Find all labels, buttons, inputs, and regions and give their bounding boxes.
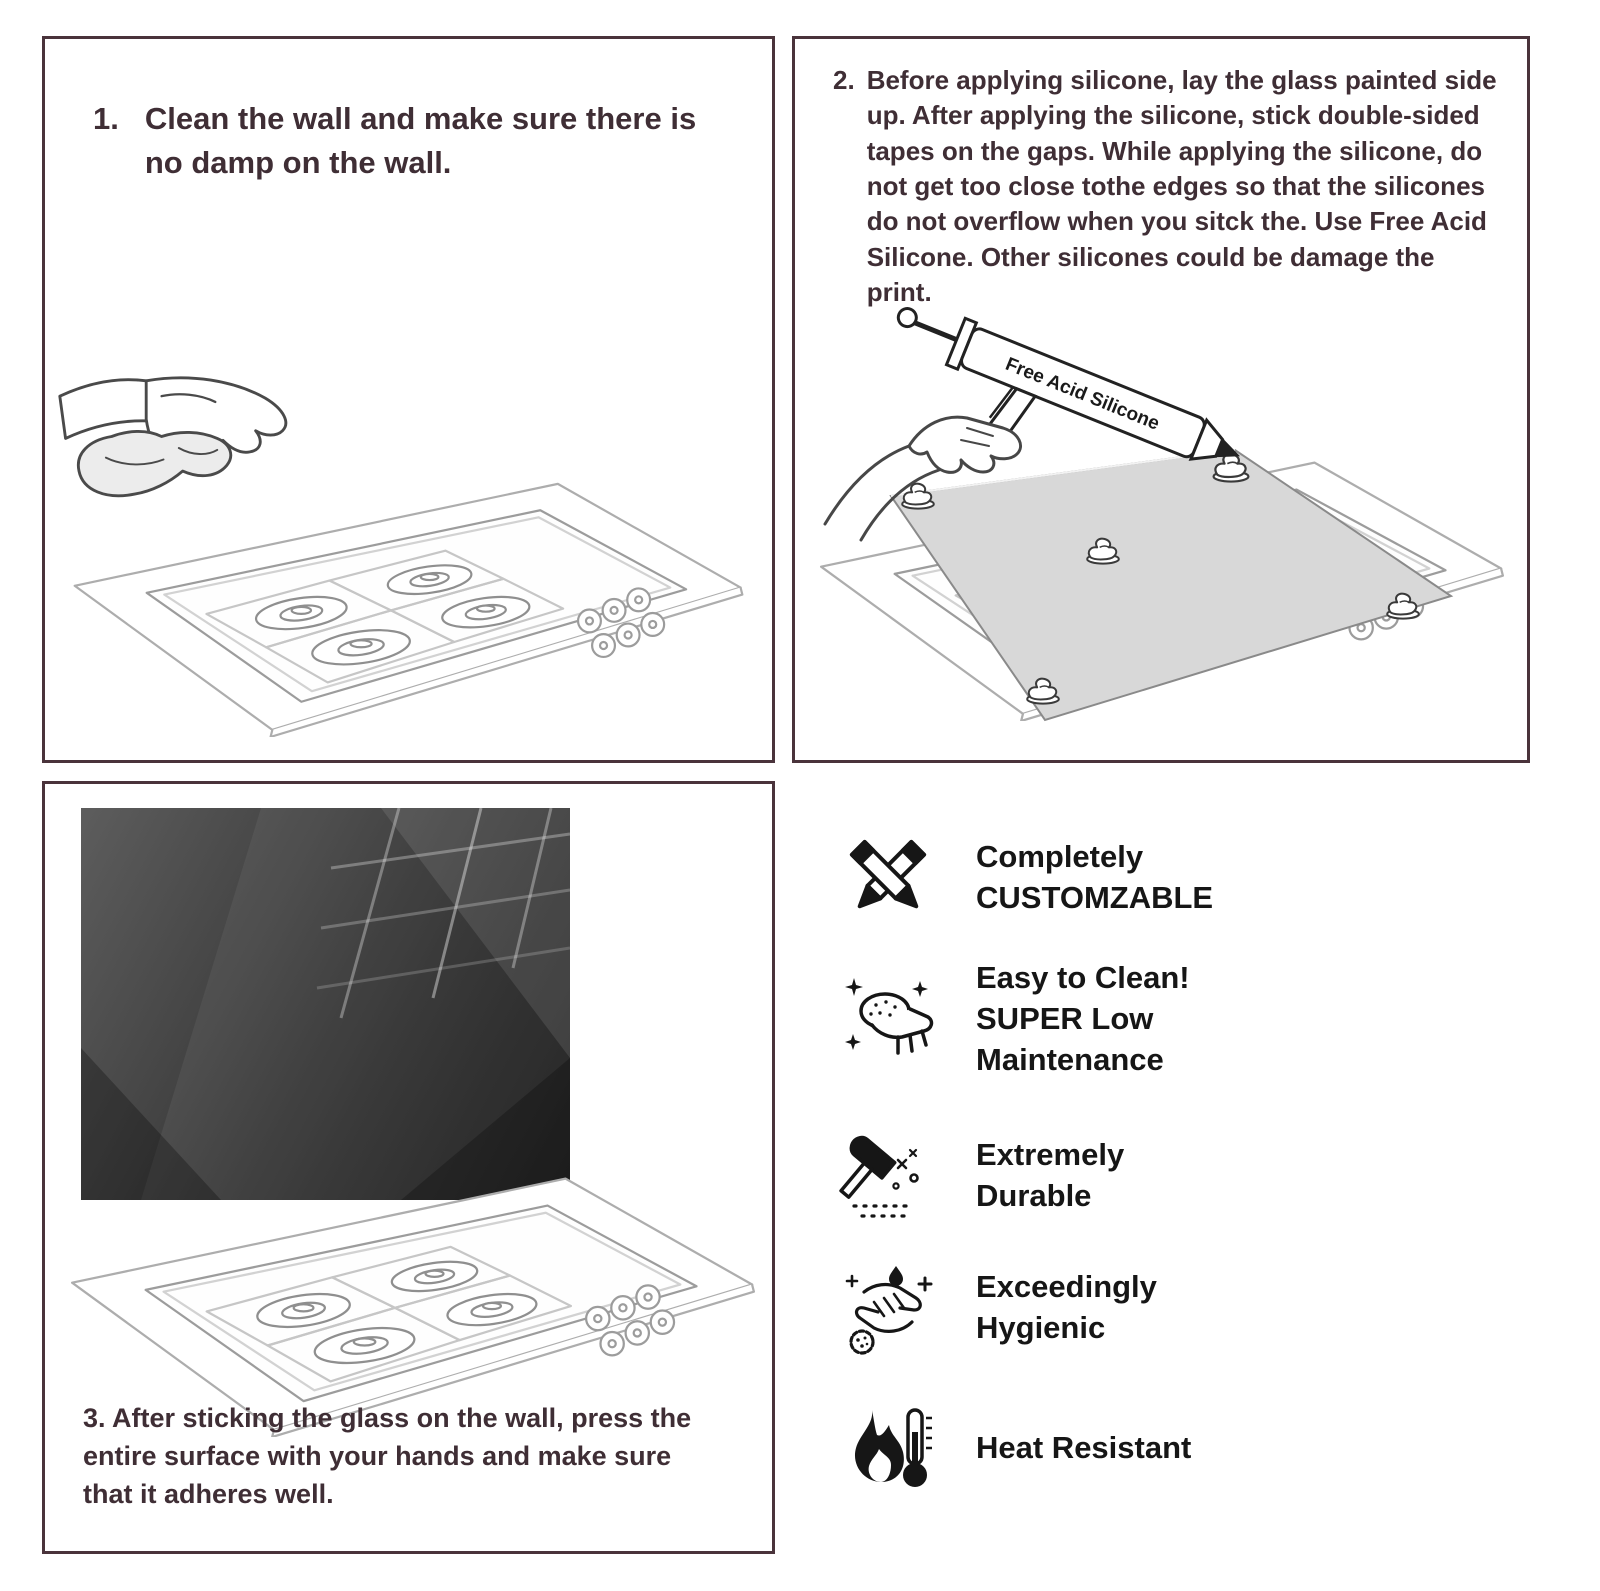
hand-sketch [823, 415, 1022, 542]
apply-silicone-illustration: Free Acid Silicone [819, 307, 1505, 722]
step2-number: 2. [833, 65, 855, 95]
step3-panel: 3. After sticking the glass on the wall,… [42, 781, 775, 1554]
feature-line: Exceedingly [976, 1269, 1157, 1305]
feature-easy-clean: Easy to Clean! SUPER Low Maintenance [836, 958, 1190, 1081]
step1-panel: 1. Clean the wall and make sure there is… [42, 36, 775, 763]
feature-line: Extremely [976, 1137, 1125, 1173]
feature-durable: Extremely Durable [836, 1124, 1124, 1228]
hand-cloth-sketch [58, 376, 288, 498]
feature-line: Heat Resistant [976, 1429, 1192, 1465]
step2-text: Before applying silicone, lay the glass … [866, 65, 1497, 308]
glass-edge-highlight [890, 449, 1236, 497]
feature-line: CUSTOMZABLE [976, 880, 1214, 915]
feature-customizable: Completely CUSTOMZABLE [836, 826, 1213, 930]
stove-sketch [70, 1177, 756, 1437]
step1-instruction: 1. Clean the wall and make sure there is… [93, 97, 736, 185]
wash-hands-icon [836, 1256, 940, 1360]
feature-text: Easy to Clean! SUPER Low Maintenance [976, 958, 1190, 1081]
step2-panel: 2. Before applying silicone, lay the gla… [792, 36, 1530, 763]
step1-number: 1. [93, 101, 119, 136]
sponge-clean-icon [836, 967, 940, 1071]
feature-line: Maintenance [976, 1041, 1164, 1077]
feature-text: Extremely Durable [976, 1135, 1124, 1217]
feature-text: Completely CUSTOMZABLE [976, 837, 1213, 919]
feature-text: Exceedingly Hygienic [976, 1267, 1157, 1349]
heat-resistant-icon [836, 1396, 940, 1500]
glass-reflection [81, 808, 570, 1200]
step3-instruction: 3. After sticking the glass on the wall,… [83, 1403, 692, 1509]
feature-line: SUPER Low [976, 1000, 1154, 1036]
glass-splashback-preview [81, 808, 570, 1200]
feature-line: Hygienic [976, 1310, 1106, 1345]
step2-instruction: 2. Before applying silicone, lay the gla… [833, 63, 1501, 311]
feature-heat-resistant: Heat Resistant [836, 1396, 1191, 1500]
mounted-stove-illustration [70, 1177, 756, 1437]
step1-text: Clean the wall and make sure there is no… [144, 101, 697, 181]
feature-line: Durable [976, 1178, 1092, 1213]
pencil-customize-icon [836, 826, 940, 930]
feature-line: Completely [976, 839, 1144, 875]
feature-hygienic: Exceedingly Hygienic [836, 1256, 1157, 1360]
clean-wall-illustration [58, 376, 744, 737]
stove-sketch [73, 482, 744, 737]
hammer-durable-icon [836, 1124, 940, 1228]
feature-text: Heat Resistant [976, 1428, 1191, 1469]
feature-line: Easy to Clean! [976, 960, 1190, 995]
features-list: Completely CUSTOMZABLE [836, 810, 1556, 1570]
